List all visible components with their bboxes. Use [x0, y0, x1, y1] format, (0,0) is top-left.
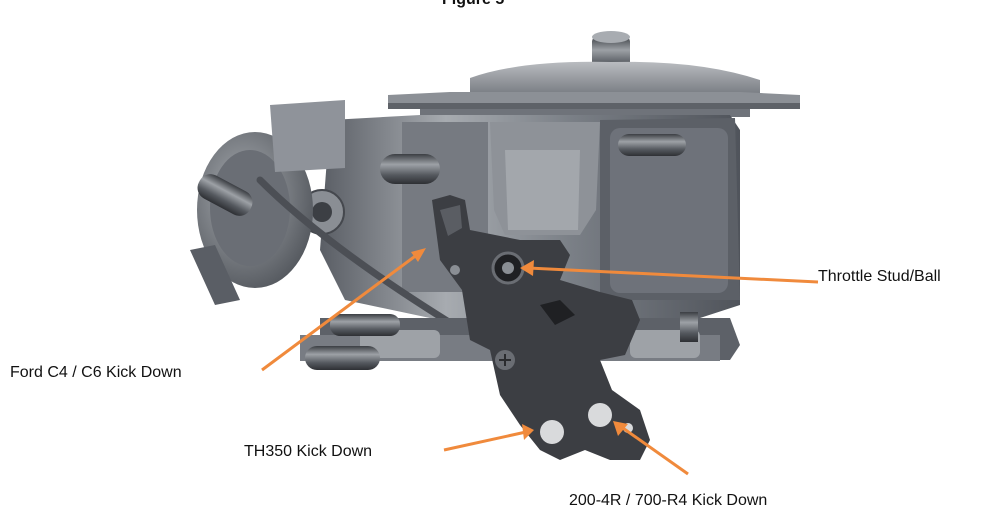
- kickdown-bracket: [432, 195, 650, 460]
- arrowhead-ford: [411, 248, 426, 262]
- callout-arrows: [261, 248, 819, 476]
- r4-hole: [588, 403, 612, 427]
- top-flange: [388, 92, 800, 117]
- arrowhead-throttle: [520, 260, 534, 276]
- arrowhead-th350: [522, 424, 534, 440]
- label-th350-kickdown: TH350 Kick Down: [244, 443, 373, 460]
- ford-hole: [450, 265, 460, 275]
- main-body: [291, 111, 740, 318]
- label-throttle-stud: Throttle Stud/Ball: [818, 268, 941, 285]
- label-ford-kickdown: Ford C4 / C6 Kick Down: [10, 364, 182, 381]
- arrow-200: [619, 424, 689, 476]
- label-200-4r-kickdown: 200-4R / 700-R4 Kick Down: [569, 492, 768, 509]
- arrowhead-200: [613, 421, 628, 436]
- th350-hole: [540, 420, 564, 444]
- arrow-throttle: [527, 266, 819, 284]
- linkage-rod: [256, 176, 474, 339]
- figure-title: Figure 5: [442, 0, 504, 9]
- choke-pump-housing: [190, 100, 345, 305]
- arrow-ford: [261, 252, 419, 372]
- air-horn-stud: [470, 31, 760, 100]
- arrow-th350: [443, 430, 527, 452]
